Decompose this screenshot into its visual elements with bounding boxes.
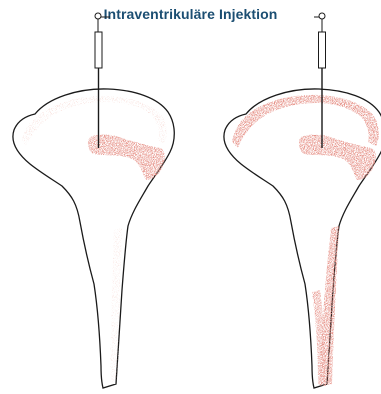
right-brain-outline [224,89,381,388]
left-panel [13,13,174,388]
left-brain-outline [13,89,174,388]
right-panel [224,13,381,388]
